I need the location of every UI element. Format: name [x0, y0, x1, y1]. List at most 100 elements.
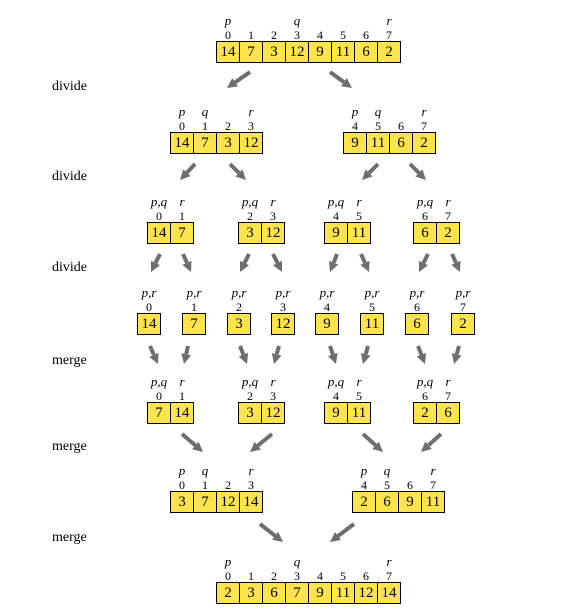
- index-label: 5: [375, 119, 381, 133]
- arrow-d3-3-to-m1b: [271, 345, 282, 364]
- index-label: 6: [398, 119, 404, 133]
- arrow-root-to-d1-left: [227, 70, 252, 88]
- array-cell: 14: [239, 491, 263, 513]
- pointer-label: r: [430, 463, 436, 478]
- array-cell: 11: [331, 41, 355, 63]
- index-label: 1: [248, 28, 254, 42]
- index-label: 6: [363, 569, 369, 583]
- index-label: 5: [356, 209, 362, 223]
- array-cell: 2: [352, 491, 376, 513]
- array-cell: 2: [451, 313, 475, 335]
- index-label: 3: [248, 119, 254, 133]
- pointer-label: p: [224, 13, 232, 28]
- array-cell: 6: [436, 402, 460, 424]
- arrow-d2d-to-d3-6: [419, 253, 430, 272]
- array-cell: 9: [343, 132, 367, 154]
- array-cell: 11: [347, 222, 371, 244]
- array-cell: 11: [331, 582, 355, 604]
- arrow-d1l-to-d2b: [228, 162, 246, 180]
- index-label: 7: [386, 569, 392, 583]
- arrow-d3-6-to-m1d: [416, 345, 427, 364]
- array-cell: 7: [285, 582, 309, 604]
- pointer-label: p,q: [241, 374, 259, 389]
- index-label: 7: [430, 478, 436, 492]
- pointer-label: r: [386, 13, 392, 28]
- pointer-label: r: [445, 194, 451, 209]
- index-label: 0: [179, 478, 185, 492]
- index-label: 2: [225, 478, 231, 492]
- pointer-label: p,r: [275, 285, 291, 300]
- array-d3-5: 11: [360, 313, 384, 335]
- index-label: 6: [414, 300, 420, 314]
- index-label: 3: [270, 389, 276, 403]
- array-cell: 14: [377, 582, 401, 604]
- arrow-d3-2-to-m1b: [238, 345, 249, 364]
- arrow-m1c-to-m2r: [361, 432, 383, 452]
- array-cell: 3: [170, 491, 194, 513]
- index-label: 6: [363, 28, 369, 42]
- index-label: 5: [369, 300, 375, 314]
- pointer-label: r: [386, 554, 392, 569]
- array-cell: 7: [193, 132, 217, 154]
- array-cell: 12: [216, 491, 240, 513]
- arrow-d1r-to-d2d: [408, 162, 426, 180]
- pointer-label: p,r: [231, 285, 247, 300]
- pointer-label: r: [248, 463, 254, 478]
- array-cell: 9: [308, 41, 332, 63]
- index-label: 1: [202, 119, 208, 133]
- arrow-d2c-to-d3-5: [359, 253, 370, 272]
- pointer-label: p,q: [150, 194, 168, 209]
- arrow-d3-4-to-m1c: [328, 345, 338, 364]
- arrow-m1a-to-m2l: [180, 432, 203, 452]
- index-label: 1: [248, 569, 254, 583]
- array-d3-2: 3: [227, 313, 251, 335]
- index-label: 0: [225, 569, 231, 583]
- pointer-label: q: [383, 463, 391, 478]
- arrow-d1r-to-d2c: [362, 162, 380, 180]
- index-label: 4: [361, 478, 367, 492]
- array-cell: 3: [238, 402, 262, 424]
- pointer-label: p,q: [416, 194, 434, 209]
- arrow-d2b-to-d3-2: [240, 253, 251, 272]
- array-cell: 9: [324, 402, 348, 424]
- array-cell: 14: [170, 402, 194, 424]
- row-label-merge-1: merge: [52, 353, 87, 368]
- pointer-label: p,r: [186, 285, 202, 300]
- array-d3-4: 9: [315, 313, 339, 335]
- array-cell: 6: [262, 582, 286, 604]
- index-label: 7: [460, 300, 466, 314]
- array-d3-3: 12: [271, 313, 295, 335]
- index-label: 7: [386, 28, 392, 42]
- index-label: 3: [270, 209, 276, 223]
- index-label: 0: [179, 119, 185, 133]
- array-cell: 12: [239, 132, 263, 154]
- arrow-d3-7-to-m1d: [451, 345, 462, 364]
- pointer-label: q: [201, 463, 209, 478]
- pointer-label: p,r: [455, 285, 471, 300]
- array-cell: 2: [377, 41, 401, 63]
- array-cell: 11: [360, 313, 384, 335]
- index-label: 0: [225, 28, 231, 42]
- pointer-label: p,r: [319, 285, 335, 300]
- array-cell: 6: [405, 313, 429, 335]
- index-label: 1: [191, 300, 197, 314]
- array-cell: 14: [137, 313, 161, 335]
- array-d3-6: 6: [405, 313, 429, 335]
- arrow-m1d-to-m2r: [421, 432, 443, 452]
- array-cell: 2: [413, 402, 437, 424]
- index-label: 6: [422, 389, 428, 403]
- array-cell: 14: [147, 222, 171, 244]
- pointer-label: q: [293, 13, 301, 28]
- index-label: 4: [333, 389, 339, 403]
- array-cell: 12: [261, 402, 285, 424]
- arrow-d2b-to-d3-3: [271, 253, 282, 272]
- array-cell: 2: [216, 582, 240, 604]
- index-label: 4: [317, 569, 323, 583]
- row-label-divide-3: divide: [52, 260, 87, 275]
